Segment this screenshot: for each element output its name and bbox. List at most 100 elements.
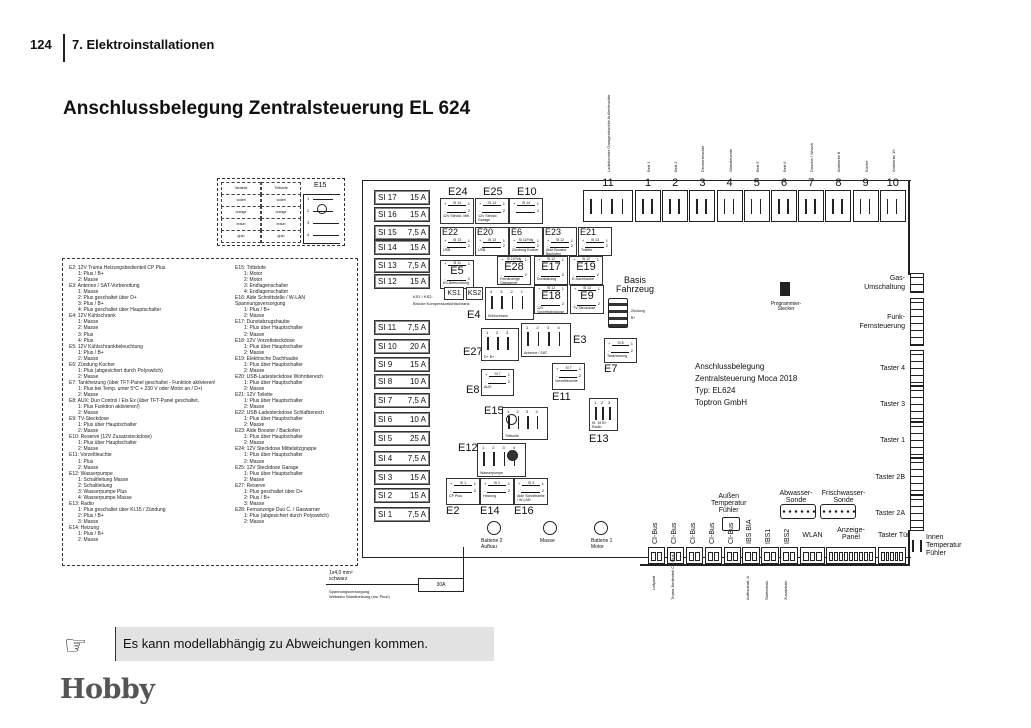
fuse-ref: Sl 3 bbox=[522, 482, 540, 487]
pin-number: 1 bbox=[578, 366, 581, 371]
right-connector-4 bbox=[910, 422, 924, 458]
top-connector-5 bbox=[743, 190, 770, 222]
pin-number: 1 bbox=[526, 325, 529, 330]
plus-sign: + bbox=[450, 481, 453, 486]
pin-number: 2 bbox=[536, 325, 539, 330]
wire bbox=[482, 209, 501, 214]
legend-line: 2: Masse bbox=[244, 349, 265, 356]
component-label: E4 bbox=[467, 309, 481, 321]
pin-number: 1 bbox=[482, 445, 485, 450]
programmer-plug-icon bbox=[780, 282, 790, 296]
pin bbox=[723, 199, 726, 214]
minus-sign: - bbox=[501, 272, 503, 277]
component-description: KS-Beleuchtung bbox=[443, 281, 469, 285]
chapter-title: 7. Elektroinstallationen bbox=[72, 37, 215, 52]
minus-sign: - bbox=[556, 373, 558, 378]
pin-number: 2 bbox=[467, 276, 470, 281]
minus-sign: - bbox=[538, 272, 540, 277]
pin-number: 4 bbox=[557, 325, 560, 330]
legend-line: E20: USB-Ladesteckdose Wohnbereich bbox=[235, 373, 324, 380]
fuse-rating: 15 A bbox=[409, 193, 426, 202]
pin-row-minus: -2 bbox=[608, 348, 633, 354]
fuse-ref: Sl 12 bbox=[578, 287, 596, 292]
plus-sign: + bbox=[547, 238, 550, 243]
pin bbox=[849, 552, 853, 561]
pin bbox=[881, 552, 885, 561]
pin-number: 1 bbox=[502, 238, 505, 243]
pointing-hand-icon: ☞ bbox=[64, 630, 88, 660]
supply-fuse: 30A bbox=[418, 578, 464, 592]
note-text: Es kann modellabhängig zu Abweichungen k… bbox=[123, 636, 428, 651]
info-line: Anschlussbelegung bbox=[695, 362, 765, 371]
pin bbox=[669, 199, 671, 214]
legend-line: E25: 12V Steckdose Garage bbox=[235, 464, 299, 471]
pin-number: 2 bbox=[467, 208, 470, 213]
pin-number: 2 bbox=[601, 400, 604, 405]
top-connector-2 bbox=[662, 190, 689, 222]
e15-pin-number: 4 bbox=[307, 232, 310, 237]
bottom-connector-3 bbox=[705, 547, 722, 564]
fuse-name: SI 4 bbox=[378, 454, 393, 463]
pin-row-minus: -2 bbox=[444, 243, 470, 249]
pin bbox=[678, 199, 680, 214]
pin-wire bbox=[602, 407, 604, 420]
pin-wire bbox=[527, 416, 529, 429]
pin-number: 1 bbox=[561, 257, 564, 262]
pin-number: 4 bbox=[535, 409, 538, 414]
pin-number: 1 bbox=[594, 400, 597, 405]
right-connector-0 bbox=[910, 273, 924, 293]
component-description: Alde Schnittstelle / W-LAN bbox=[517, 494, 545, 502]
legend-line: E14: Heizung bbox=[69, 525, 100, 532]
pin bbox=[745, 552, 751, 561]
minus-sign: - bbox=[547, 243, 549, 248]
connector-number: 3 bbox=[699, 177, 706, 189]
pin bbox=[803, 552, 809, 561]
wire bbox=[559, 374, 577, 379]
info-line: Toptron GmbH bbox=[695, 398, 748, 407]
component-description: Trittstufe bbox=[505, 434, 519, 439]
supply-description: Spannungsversorgung Webasto Standheizung… bbox=[329, 589, 390, 599]
legend-line: 1: Plus über Hauptschalter bbox=[244, 416, 303, 423]
legend-line: 2: Masse bbox=[78, 446, 99, 453]
plus-sign: + bbox=[479, 201, 482, 206]
battery1-label: Batterie 1 Motor bbox=[591, 538, 613, 550]
pin-row-minus: -2 bbox=[444, 208, 470, 214]
legend-line: 1: Plus geschaltet über Kl.15 / Zündung bbox=[78, 506, 166, 513]
supply-cable-label: 1x4,0 mm² schwarz bbox=[329, 570, 353, 582]
plus-sign: + bbox=[518, 481, 521, 486]
component-label: E18 bbox=[541, 290, 561, 302]
bottom-connector-0 bbox=[648, 547, 665, 564]
fuse-ref: Sl 14 bbox=[517, 202, 535, 207]
legend-line: 3: Endlagenschalter bbox=[244, 283, 289, 290]
e15-table-cell: grau bbox=[221, 230, 261, 243]
plus-sign: + bbox=[485, 372, 488, 377]
pin bbox=[778, 199, 780, 214]
connector-label: Wandleuchte bbox=[727, 148, 733, 172]
pin-number: 1 bbox=[630, 341, 633, 346]
pin bbox=[789, 552, 795, 561]
fuse-rating: 15 A bbox=[409, 277, 426, 286]
wire bbox=[453, 489, 472, 494]
legend-line: E27: Reserve bbox=[235, 482, 266, 489]
legend-line: 2: Motor bbox=[244, 277, 263, 284]
component-description: Alde Booster Backofen bbox=[546, 248, 567, 256]
bottom-connector-7 bbox=[780, 547, 798, 564]
legend-line: 2: Masse bbox=[244, 313, 265, 320]
pin-number: 1 bbox=[502, 201, 505, 206]
legend-line: 1: Plus über Hauptschalter bbox=[78, 440, 137, 447]
pin bbox=[696, 199, 698, 214]
component-label: E12 bbox=[458, 442, 478, 454]
ks2-bridge: KS2 bbox=[466, 287, 483, 300]
legend-line: 1: Plus (abgesichert durch Polyswitch) bbox=[78, 367, 163, 374]
legend-line: 4: Plus geschaltet über Hauptschalter bbox=[78, 307, 162, 314]
